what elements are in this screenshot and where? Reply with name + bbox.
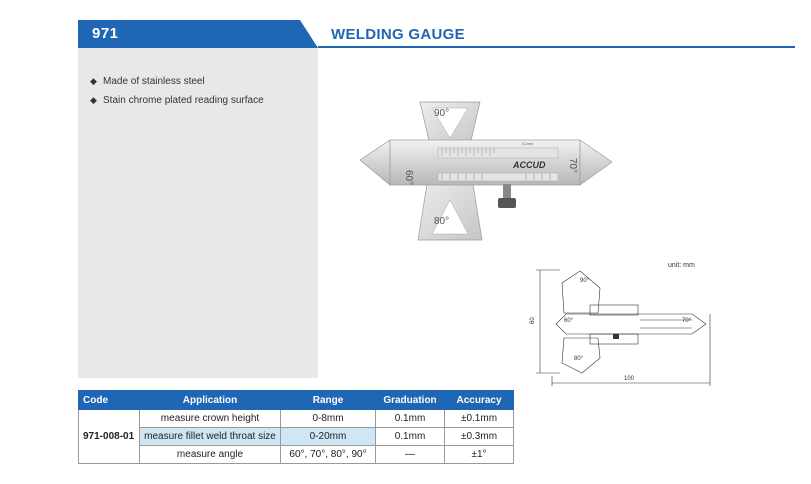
feature-panel bbox=[78, 48, 318, 378]
angle-label-70: 70° bbox=[567, 158, 578, 173]
application-cell: measure angle bbox=[139, 445, 281, 464]
width-dimension: 100 bbox=[624, 376, 635, 382]
drawing-angle-90: 90° bbox=[580, 278, 590, 284]
col-header-graduation: Graduation bbox=[375, 390, 445, 410]
application-cell: measure crown height bbox=[139, 409, 281, 428]
feature-list: ◆Made of stainless steel ◆Stain chrome p… bbox=[90, 76, 264, 114]
spec-table: Code Application Range Graduation Accura… bbox=[78, 390, 514, 464]
angle-label-80: 80° bbox=[434, 216, 449, 227]
application-cell: measure fillet weld throat size bbox=[139, 427, 281, 446]
header-rule bbox=[318, 46, 795, 48]
angle-label-60: 60° bbox=[403, 170, 414, 185]
table-row: measure fillet weld throat size 0-20mm 0… bbox=[79, 427, 514, 446]
product-code: 971 bbox=[92, 25, 119, 42]
bullet-icon: ◆ bbox=[90, 76, 97, 86]
height-dimension: 60 bbox=[530, 317, 536, 324]
col-header-accuracy: Accuracy bbox=[444, 390, 514, 410]
accuracy-cell: ±0.1mm bbox=[444, 409, 514, 428]
code-cell: 971-008-01 bbox=[78, 409, 140, 464]
unit-label: unit: mm bbox=[668, 262, 695, 269]
bullet-icon: ◆ bbox=[90, 95, 97, 105]
table-row: measure angle 60°, 70°, 80°, 90° — ±1° bbox=[79, 445, 514, 464]
accuracy-cell: ±1° bbox=[444, 445, 514, 464]
angle-label-90: 90° bbox=[434, 108, 449, 119]
graduation-cell: 0.1mm bbox=[375, 427, 445, 446]
range-cell: 0-20mm bbox=[280, 427, 376, 446]
product-photo: 90° 60° 70° 80° ACCUD 0.1mm bbox=[359, 101, 613, 241]
drawing-angle-60: 60° bbox=[564, 318, 574, 324]
drawing-angle-80: 80° bbox=[574, 356, 584, 362]
page-title: WELDING GAUGE bbox=[331, 26, 465, 43]
code-tab bbox=[78, 20, 318, 48]
graduation-cell: 0.1mm bbox=[375, 409, 445, 428]
drawing-angle-70: 70° bbox=[682, 318, 692, 324]
range-cell: 0-8mm bbox=[280, 409, 376, 428]
screw bbox=[498, 198, 516, 208]
feature-item: ◆Stain chrome plated reading surface bbox=[90, 95, 264, 106]
technical-drawing: 90° 60° 70° 80° 60 100 bbox=[530, 269, 711, 386]
range-cell: 60°, 70°, 80°, 90° bbox=[280, 445, 376, 464]
col-header-range: Range bbox=[280, 390, 376, 410]
scale-label: 0.1mm bbox=[522, 142, 533, 146]
feature-item: ◆Made of stainless steel bbox=[90, 76, 205, 87]
brand-logo: ACCUD bbox=[512, 160, 546, 170]
col-header-code: Code bbox=[78, 390, 140, 410]
col-header-application: Application bbox=[139, 390, 281, 410]
accuracy-cell: ±0.3mm bbox=[444, 427, 514, 446]
table-row: 971-008-01 measure crown height 0-8mm 0.… bbox=[78, 409, 514, 464]
graduation-cell: — bbox=[375, 445, 445, 464]
table-header-row: Code Application Range Graduation Accura… bbox=[78, 390, 514, 410]
